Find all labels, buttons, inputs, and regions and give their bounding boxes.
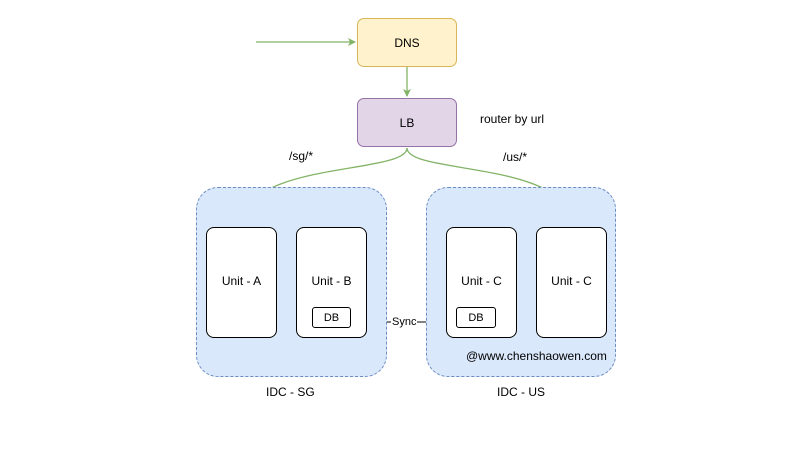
unit-b-label: Unit - B [311, 274, 352, 288]
db-sg-label: DB [323, 311, 340, 324]
dns-label: DNS [394, 35, 420, 50]
lb-node: LB [357, 98, 457, 147]
unit-a-box: Unit - A [206, 227, 277, 338]
unit-c-secondary-label: Unit - C [551, 274, 592, 288]
sg-route-label: /sg/* [289, 149, 314, 163]
db-sg-box: DB [312, 307, 351, 328]
sync-label: Sync [391, 316, 418, 328]
db-us-box: DB [456, 307, 496, 328]
watermark-text: @www.chenshaowen.com [466, 349, 607, 363]
lb-label: LB [399, 115, 415, 130]
unit-c-secondary-box: Unit - C [536, 227, 607, 338]
unit-c-primary-label: Unit - C [461, 274, 502, 288]
dns-node: DNS [357, 18, 457, 67]
unit-a-label: Unit - A [221, 274, 262, 288]
idc-sg-label: IDC - SG [266, 385, 315, 399]
us-route-label: /us/* [503, 150, 528, 164]
router-annotation: router by url [480, 112, 545, 126]
db-us-label: DB [468, 311, 484, 324]
idc-us-label: IDC - US [497, 385, 545, 399]
